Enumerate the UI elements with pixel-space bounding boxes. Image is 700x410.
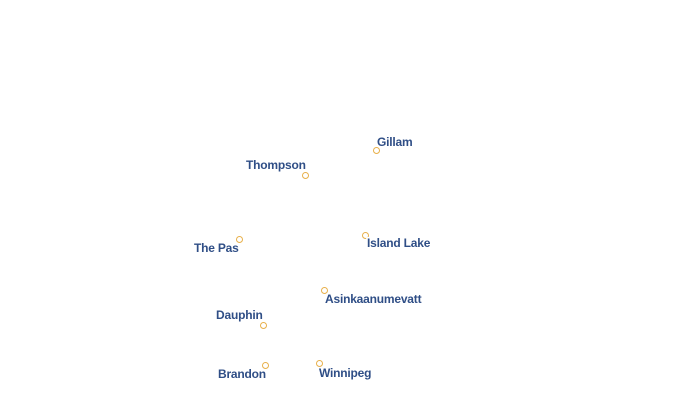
- place-label-winnipeg[interactable]: Winnipeg: [319, 366, 372, 380]
- place-marker-winnipeg[interactable]: [316, 360, 323, 367]
- place-label-asinkaanumevatt[interactable]: Asinkaanumevatt: [325, 292, 422, 306]
- place-marker-island-lake[interactable]: [362, 232, 369, 239]
- place-label-island-lake[interactable]: Island Lake: [367, 236, 431, 250]
- place-marker-asinkaanumevatt[interactable]: [321, 287, 328, 294]
- place-marker-the-pas[interactable]: [236, 236, 243, 243]
- place-label-the-pas[interactable]: The Pas: [194, 241, 239, 255]
- place-label-dauphin[interactable]: Dauphin: [216, 308, 263, 322]
- place-marker-gillam[interactable]: [373, 147, 380, 154]
- place-label-thompson[interactable]: Thompson: [246, 158, 306, 172]
- place-label-brandon[interactable]: Brandon: [218, 367, 266, 381]
- place-label-gillam[interactable]: Gillam: [377, 135, 413, 149]
- place-marker-dauphin[interactable]: [260, 322, 267, 329]
- place-marker-brandon[interactable]: [262, 362, 269, 369]
- place-marker-thompson[interactable]: [302, 172, 309, 179]
